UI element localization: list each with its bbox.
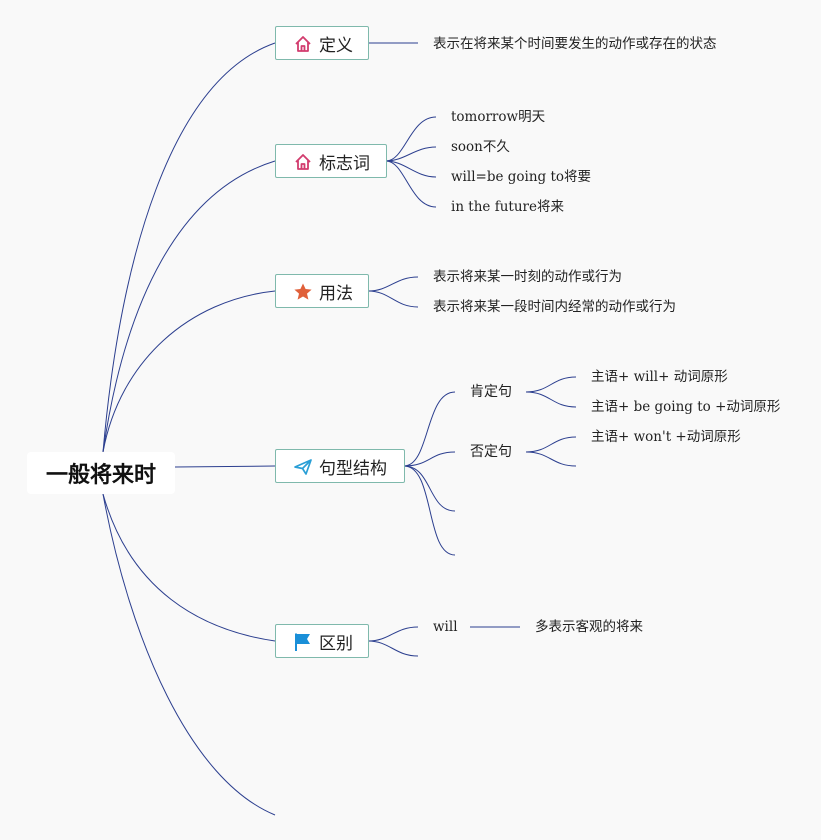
branch-structure[interactable]: 句型结构 <box>275 449 405 483</box>
root-topic-label: 一般将来时 <box>45 463 156 488</box>
star-icon <box>294 283 312 300</box>
edge-structure-negative <box>403 451 456 467</box>
edge-structure-affirmative <box>403 391 456 467</box>
edge-usage-item-2 <box>367 290 419 308</box>
home-icon <box>295 154 311 170</box>
negative-node[interactable]: 否定句 <box>470 444 512 460</box>
edge-usage-item-1 <box>367 276 419 292</box>
branch-usage[interactable]: 用法 <box>275 274 369 308</box>
branch-markers-label: 标志词 <box>319 153 370 174</box>
markers-item[interactable]: will=be going to将要 <box>451 169 592 185</box>
definition-item[interactable]: 表示在将来某个时间要发生的动作或存在的状态 <box>433 36 717 52</box>
edge-root-markers <box>102 160 276 453</box>
home-icon <box>295 36 311 52</box>
markers-item[interactable]: in the future将来 <box>451 199 564 215</box>
negative-item[interactable]: 主语+ won't +动词原形 <box>591 429 741 445</box>
markers-item[interactable]: soon不久 <box>451 139 510 155</box>
edge-affirmative-item-1 <box>525 376 577 393</box>
branch-structure-label: 句型结构 <box>319 458 387 479</box>
flag-icon <box>295 633 310 651</box>
edge-affirmative-item-2 <box>525 391 577 408</box>
edge-root-structure <box>174 465 276 468</box>
affirmative-item[interactable]: 主语+ will+ 动词原形 <box>591 369 728 385</box>
edge-root-empty <box>102 493 276 816</box>
edge-root-definition <box>102 42 276 453</box>
branch-markers[interactable]: 标志词 <box>275 144 387 178</box>
will-meaning[interactable]: 多表示客观的将来 <box>535 619 643 635</box>
paper-plane-icon <box>294 459 312 475</box>
branch-definition[interactable]: 定义 <box>275 26 369 60</box>
edge-negative-item-1 <box>525 436 577 453</box>
branch-definition-label: 定义 <box>319 35 353 56</box>
root-topic[interactable]: 一般将来时 <box>27 452 175 494</box>
edge-negative-empty <box>525 451 577 467</box>
branch-difference-label: 区别 <box>319 633 353 654</box>
edge-markers-item-2 <box>385 146 437 162</box>
affirmative-node[interactable]: 肯定句 <box>470 384 512 400</box>
edge-structure-empty-1 <box>403 465 456 512</box>
edge-markers-item-4 <box>385 160 437 208</box>
branch-difference[interactable]: 区别 <box>275 624 369 658</box>
branch-usage-label: 用法 <box>319 283 353 304</box>
edge-difference-will <box>367 626 419 642</box>
edge-root-difference <box>102 493 276 642</box>
usage-item[interactable]: 表示将来某一段时间内经常的动作或行为 <box>433 299 676 315</box>
usage-item[interactable]: 表示将来某一时刻的动作或行为 <box>433 269 622 285</box>
edge-structure-empty-2 <box>403 465 456 556</box>
edge-markers-item-1 <box>385 116 437 162</box>
will-node[interactable]: will <box>433 619 458 635</box>
edge-difference-empty <box>367 640 419 657</box>
edge-root-usage <box>102 290 276 453</box>
markers-item[interactable]: tomorrow明天 <box>451 109 546 125</box>
affirmative-item[interactable]: 主语+ be going to +动词原形 <box>591 399 781 415</box>
